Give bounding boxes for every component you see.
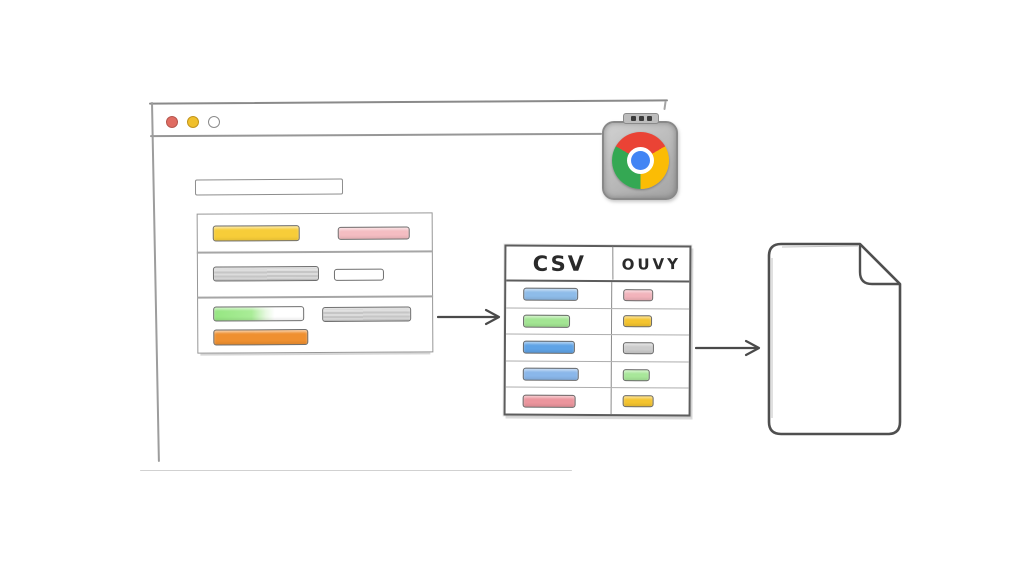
document-icon	[767, 242, 902, 436]
yellow-bar	[212, 225, 300, 242]
table-row	[506, 281, 690, 310]
empty-bar	[333, 268, 384, 281]
pink-bar	[337, 226, 410, 240]
csv-cell	[505, 387, 612, 415]
csv-cell	[505, 308, 613, 335]
tab-mark	[638, 116, 644, 121]
gray-bar	[212, 265, 319, 282]
window-top-edge	[148, 99, 669, 105]
ouvy-value-bar	[622, 368, 650, 381]
table-row	[505, 308, 690, 336]
ouvy-value-bar	[623, 315, 653, 328]
arrow-right-icon	[695, 339, 761, 357]
window-left-edge	[151, 101, 160, 462]
table-body	[505, 281, 690, 415]
ouvy-cell	[612, 362, 689, 388]
ouvy-value-bar	[622, 342, 654, 355]
csv-value-bar	[523, 314, 571, 328]
chrome-icon[interactable]	[602, 113, 678, 200]
table-header-ouvy: OUVY	[621, 254, 682, 274]
titlebar-divider	[149, 132, 603, 137]
csv-value-bar	[522, 341, 575, 355]
gray-bar	[322, 306, 412, 322]
csv-cell	[505, 361, 612, 388]
content-panel	[196, 212, 434, 354]
csv-value-bar	[522, 367, 579, 381]
address-bar[interactable]	[194, 178, 344, 196]
window-right-tick	[663, 100, 667, 111]
csv-cell	[505, 334, 612, 361]
ouvy-cell	[612, 309, 689, 335]
csv-table: CSV OUVY	[503, 244, 692, 417]
ouvy-cell	[612, 388, 689, 414]
csv-value-bar	[523, 287, 579, 302]
window-bottom-edge	[140, 470, 572, 472]
table-header-csv: CSV	[506, 246, 614, 280]
row-divider	[197, 295, 434, 299]
table-header-row: CSV OUVY	[506, 246, 690, 283]
orange-bar	[213, 329, 309, 346]
tab-mark	[646, 116, 652, 121]
traffic-lights	[166, 116, 220, 128]
csv-value-bar	[522, 394, 576, 408]
maximize-button[interactable]	[208, 116, 220, 128]
minimize-button[interactable]	[187, 116, 199, 128]
ouvy-cell	[612, 335, 689, 361]
arrow-right-icon	[437, 308, 501, 326]
csv-cell	[506, 281, 613, 308]
ouvy-cell	[612, 282, 689, 308]
row-divider	[196, 250, 433, 254]
ouvy-value-bar	[623, 288, 654, 302]
close-button[interactable]	[166, 116, 178, 128]
chrome-logo-hub	[631, 151, 650, 170]
table-row	[505, 387, 689, 415]
tab-mark	[630, 116, 636, 121]
table-row	[505, 334, 689, 363]
chrome-icon-tab	[623, 113, 659, 124]
table-row	[505, 361, 689, 389]
green-progress-bar	[213, 306, 305, 322]
ouvy-value-bar	[622, 395, 654, 408]
